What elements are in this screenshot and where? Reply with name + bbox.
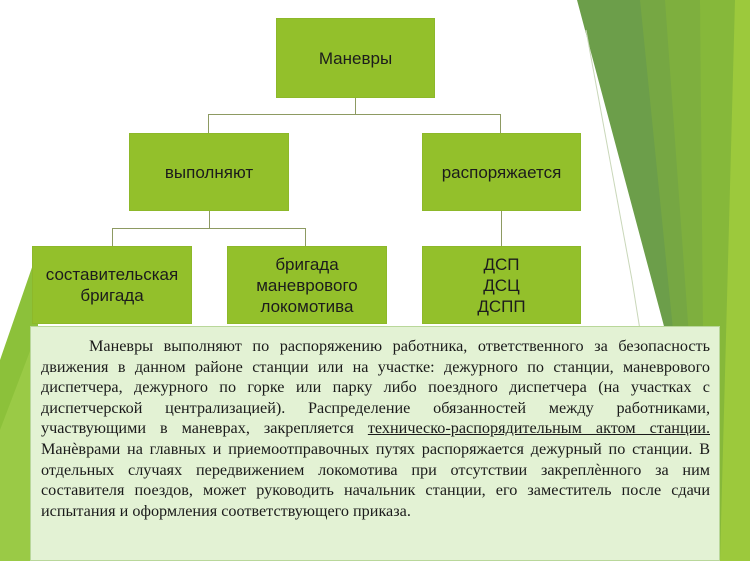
connector-rasporyazhaetsya-down [501,211,502,247]
node-brigada-lokomotiva: бригада маневрового локомотива [227,246,387,324]
deco-thin-line [585,29,633,281]
deco-thin-line-2 [631,279,641,331]
node-sostavitelskaya-brigada: составительская бригада [32,246,192,324]
node-vypolnyayut-label: выполняют [164,162,254,182]
description-textbox: Маневры выполняют по распоряжению работн… [30,326,720,561]
description-part1: Маневры выполняют по распоряжению работн… [41,337,710,438]
connector-root-down [355,98,356,115]
description-paragraph: Маневры выполняют по распоряжению работн… [41,336,710,521]
deco-left-triangle-light [0,330,38,561]
connector-to-brigada-lokomotiva [305,228,306,247]
connector-to-vypolnyayut [208,114,209,137]
node-brigada-lokomotiva-label: бригада маневрового локомотива [256,254,358,316]
connector-vypolnyayut-down [209,211,210,229]
node-rasporyazhaetsya: распоряжается [422,133,581,211]
node-vypolnyayut: выполняют [129,133,289,211]
description-part2: Манѐврами на главных и приемоотправочных… [41,439,710,520]
node-manevry-label: Маневры [318,48,393,68]
node-sostavitelskaya-brigada-label: составительская бригада [45,265,179,305]
connector-level3-left-horizontal [112,228,306,229]
node-dsp-dsc-dspp-label: ДСП ДСЦ ДСПП [477,254,526,316]
description-underlined: техническо-распорядительным актом станци… [367,419,710,438]
node-rasporyazhaetsya-label: распоряжается [441,162,562,182]
connector-level2-horizontal [208,114,501,115]
connector-to-rasporyazhaetsya [500,114,501,137]
node-manevry: Маневры [276,18,435,98]
connector-to-sostavitelskaya [112,228,113,247]
node-dsp-dsc-dspp: ДСП ДСЦ ДСПП [422,246,581,324]
